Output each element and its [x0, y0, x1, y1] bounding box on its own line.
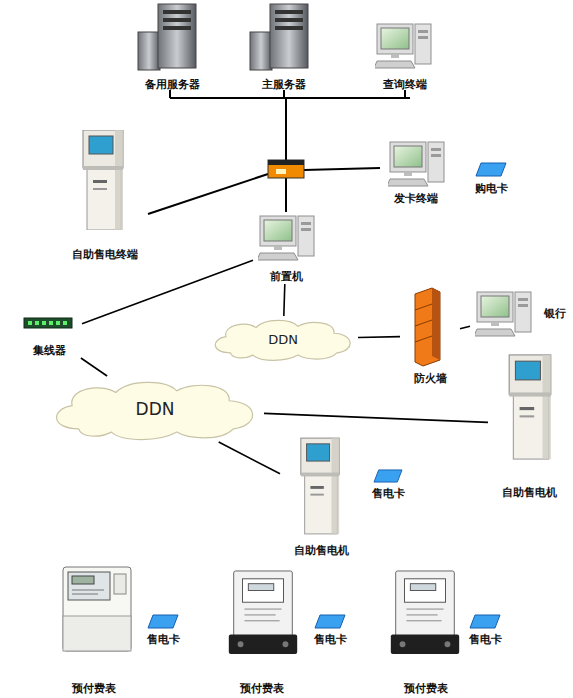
network-link [81, 358, 107, 376]
node-caption: 备用服务器 [145, 78, 200, 92]
meter-icon [391, 571, 459, 654]
card-icon [374, 470, 402, 482]
node-caption: DDN [136, 399, 175, 419]
main-server-icon [250, 4, 308, 70]
node-caption: 查询终端 [383, 78, 427, 92]
card-icon [470, 615, 500, 628]
front-end-icon [257, 216, 314, 260]
node-caption: 自助售电终端 [72, 248, 138, 262]
card-icon [476, 163, 506, 176]
terminal-node: 发卡终端 [378, 136, 454, 206]
network-link [358, 336, 400, 338]
cloud-shape [57, 382, 253, 439]
node-caption: DDN [268, 332, 298, 347]
cloud-shape [215, 320, 350, 360]
hub-node: 集线器 [16, 314, 82, 358]
network-link [284, 284, 285, 316]
network-link [82, 260, 253, 323]
node-caption: 前置机 [270, 270, 303, 284]
card-icon [315, 615, 345, 628]
server-node: 主服务器 [244, 2, 324, 92]
node-caption: 自助售电机 [502, 486, 557, 500]
card-icon [148, 615, 178, 628]
kiosk-icon [301, 438, 339, 534]
network-link [460, 326, 470, 329]
kiosk-icon [83, 130, 123, 230]
network-link [264, 413, 488, 422]
meter-node: 预付费表 [220, 564, 304, 696]
meter-icon [63, 567, 131, 651]
meter-node: 预付费表 [384, 564, 468, 696]
card-terminal-icon [387, 142, 444, 186]
node-caption: 防火墙 [414, 372, 447, 386]
node-caption: 预付费表 [404, 682, 448, 696]
kiosk-node: 自助售电机 [280, 432, 362, 558]
node-caption: 发卡终端 [394, 192, 438, 206]
node-caption: 自助售电机 [294, 544, 349, 558]
meter-node: 预付费表 [52, 562, 136, 696]
terminal-node: 查询终端 [362, 14, 448, 92]
bank-node: 银行 [470, 286, 570, 342]
card-label: 购电卡 [451, 182, 531, 196]
switch-icon [268, 160, 304, 178]
network-link [219, 442, 280, 474]
bank-computer-icon [474, 292, 531, 336]
backup-server-icon [138, 4, 196, 70]
meter-icon [229, 571, 297, 654]
card-label: 售电卡 [123, 633, 203, 647]
wiring [148, 90, 410, 214]
network-cloud: DDN [46, 376, 264, 442]
card-label: 售电卡 [290, 633, 370, 647]
node-caption: 集线器 [33, 344, 66, 358]
firewall-icon [415, 288, 440, 366]
node-caption: 预付费表 [72, 682, 116, 696]
node-caption: 主服务器 [262, 78, 306, 92]
hub-icon [24, 318, 72, 328]
query-terminal-icon [374, 24, 431, 68]
card-label: 售电卡 [348, 487, 428, 501]
front-end-node: 前置机 [253, 212, 319, 284]
server-node: 备用服务器 [133, 2, 211, 92]
kiosk-icon [509, 355, 551, 459]
node-caption: 预付费表 [240, 682, 284, 696]
kiosk-node: 自助售电机 [488, 348, 570, 500]
network-cloud: DDN [208, 316, 358, 362]
card-label: 售电卡 [445, 633, 525, 647]
firewall-node: 防火墙 [400, 286, 460, 386]
node-caption: 银行 [544, 307, 566, 321]
kiosk-node: 自助售电终端 [62, 128, 148, 262]
